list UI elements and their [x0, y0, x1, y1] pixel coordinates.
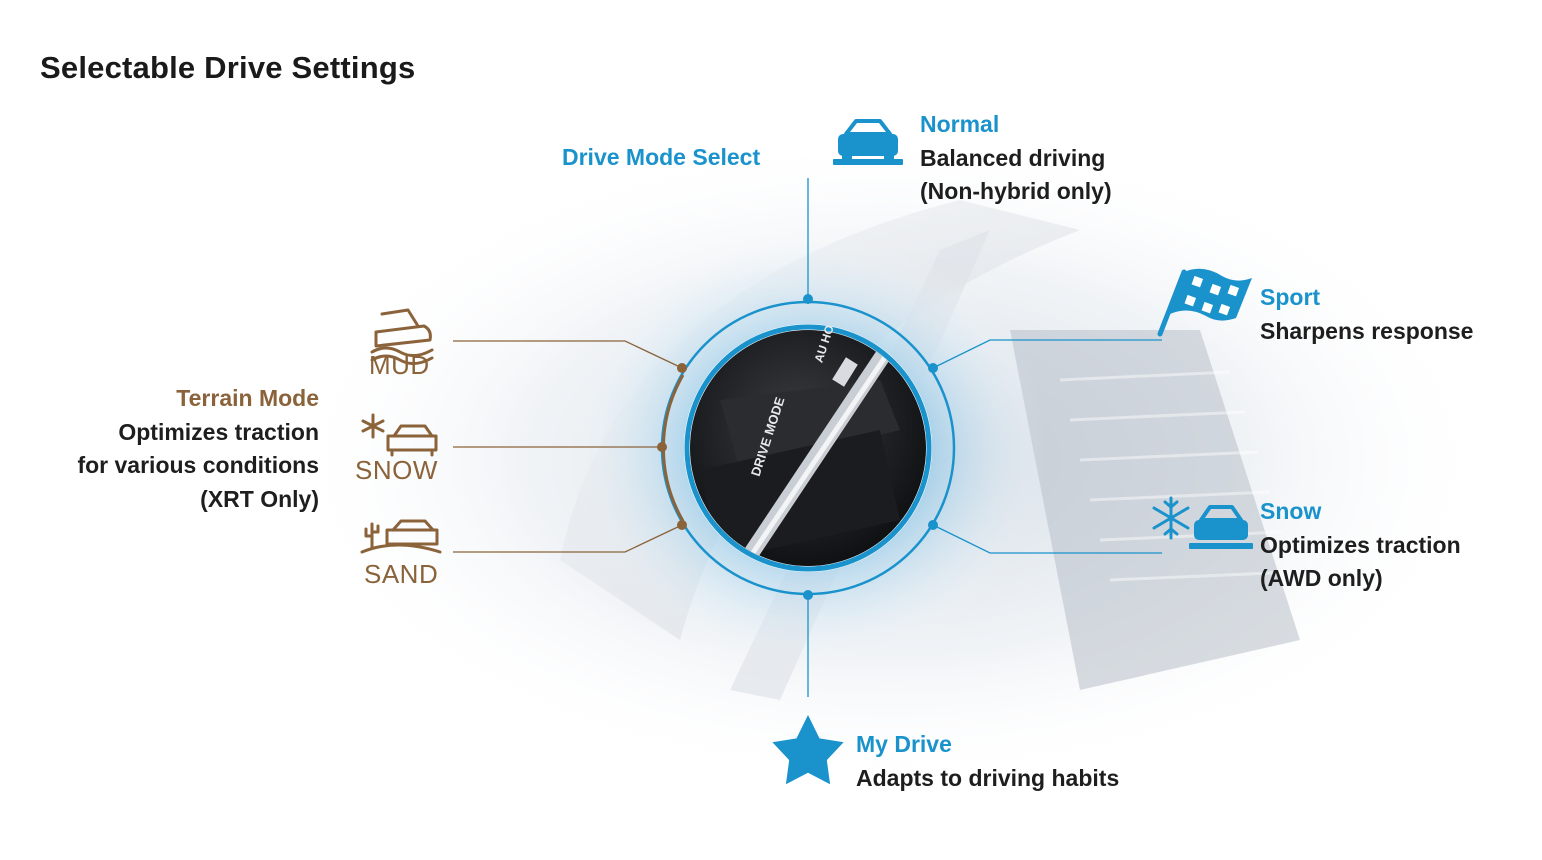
terrain-mode-line1: Optimizes traction — [118, 418, 319, 445]
snow-mode: Snow Optimizes traction (AWD only) — [1260, 495, 1461, 596]
normal-mode-line2: (Non-hybrid only) — [920, 178, 1112, 204]
dot-top — [803, 294, 813, 304]
connector-mud — [453, 340, 683, 369]
normal-mode-line1: Balanced driving — [920, 144, 1106, 171]
terrain-mode-line2: for various conditions — [77, 452, 319, 478]
connector-snow — [932, 524, 1162, 554]
dot-snow — [928, 520, 938, 530]
snow-mode-line1: Optimizes traction — [1260, 531, 1461, 558]
my-drive-mode-name: My Drive — [856, 731, 952, 757]
terrain-option-snow: SNOW — [355, 455, 438, 485]
terrain-option-mud: MUD — [369, 350, 430, 380]
car-icon — [833, 119, 903, 165]
snow-mode-name: Snow — [1260, 498, 1322, 524]
small-snowflake-icon — [361, 413, 385, 439]
sand-car-icon — [360, 519, 442, 554]
mud-car-icon — [370, 308, 434, 365]
sport-mode-line1: Sharpens response — [1260, 317, 1474, 344]
checkered-flag-icon — [1157, 268, 1252, 337]
normal-mode: Normal Balanced driving (Non-hybrid only… — [920, 108, 1112, 209]
terrain-mode: Terrain Mode Optimizes traction for vari… — [77, 382, 319, 516]
dot-sand — [677, 520, 687, 530]
my-drive-mode-line1: Adapts to driving habits — [856, 764, 1120, 791]
terrain-mode-line3: (XRT Only) — [200, 485, 319, 512]
sport-mode-name: Sport — [1260, 284, 1321, 310]
dot-terrain-snow — [657, 442, 667, 452]
drive-mode-knob[interactable]: DRIVE MODE AU HO — [680, 320, 940, 580]
star-icon — [772, 715, 844, 785]
ring-dots — [657, 294, 938, 600]
dot-sport — [928, 363, 938, 373]
drive-mode-select-label: Drive Mode Select — [562, 144, 761, 170]
snowflake-car-icon — [1152, 496, 1253, 549]
my-drive-mode: My Drive Adapts to driving habits — [856, 728, 1119, 795]
dot-bottom — [803, 590, 813, 600]
normal-mode-name: Normal — [920, 111, 1000, 137]
sport-mode: Sport Sharpens response — [1260, 281, 1473, 348]
connector-sand — [453, 524, 683, 553]
connector-sport — [932, 339, 1162, 369]
snow-mode-line2: (AWD only) — [1260, 565, 1383, 591]
cactus-icon — [364, 522, 380, 549]
terrain-option-sand: SAND — [364, 559, 439, 589]
connector-lines — [453, 178, 1162, 697]
dot-mud — [677, 363, 687, 373]
page-title: Selectable Drive Settings — [40, 50, 416, 85]
snowflake-icon — [1152, 496, 1190, 540]
snow-car-icon — [361, 413, 438, 457]
terrain-mode-name: Terrain Mode — [176, 385, 319, 411]
